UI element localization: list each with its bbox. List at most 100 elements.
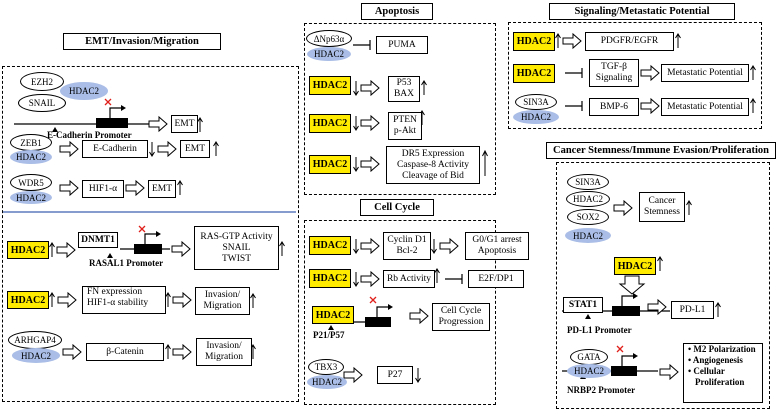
bax-label: BAX [393,89,415,99]
hdac2-oval: HDAC2 [565,228,611,243]
hdac2-oval: HDAC2 [12,348,60,363]
cyclin-d1-label: Cyclin D1 [387,235,427,245]
emt-box: EMT [171,115,198,133]
snail-label: SNAIL [222,242,251,253]
p53-bax-box: P53 BAX [388,76,420,102]
panel-stemness [556,162,770,409]
hdac2-oval: HDAC2 [513,110,559,124]
hdac2-highlight: HDAC2 [312,306,354,324]
hdac2-oval: HDAC2 [60,82,108,100]
invasion-migration-box: Invasion/ Migration [196,338,252,366]
invasion-label: Invasion/ [206,341,242,351]
hdac2-highlight: HDAC2 [513,64,555,83]
angiogenesis-label: • Angiogenesis [688,355,743,365]
hdac2-highlight: HDAC2 [309,236,351,255]
title-cellcycle: Cell Cycle [360,199,434,216]
ezh2-oval: EZH2 [20,72,64,91]
hdac2-highlight: HDAC2 [614,257,656,275]
hif1a-box: HIF1-α [82,180,124,198]
metastatic-potential-box: Metastatic Potential [661,64,749,82]
metastatic-potential-box: Metastatic Potential [661,98,749,116]
hdac2-oval: HDAC2 [566,191,610,207]
twist-label: TWIST [221,253,252,264]
cancer-label: Cancer [648,196,676,206]
proliferation-label: Proliferation [695,377,745,387]
panel-signaling [508,22,762,129]
hdac2-highlight: HDAC2 [513,32,555,51]
fn-expression-box: FN expression HIF1-α stability [82,286,166,314]
dr5-label: DR5 Expression [401,148,465,159]
pten-pakt-box: PTEN p-Akt [388,112,422,140]
bid-label: Cleavage of Bid [402,170,464,181]
cellular-label: • Cellular [688,366,725,376]
dr5-box: DR5 Expression Caspase-8 Activity Cleava… [386,146,480,184]
arhgap4-oval: ARHGAP4 [8,331,62,349]
hdac2-highlight: HDAC2 [309,114,351,133]
invasion-migration-box: Invasion/ Migration [195,287,250,315]
wdr5-oval: WDR5 [10,174,52,191]
puma-box: PUMA [376,36,428,54]
title-signaling: Signaling/Metastatic Potential [549,3,735,20]
tgf-beta-label: TGF-β [601,62,627,72]
snail-oval: SNAIL [18,94,66,112]
pd-l1-promoter-label: PD-L1 Promoter [567,325,632,335]
fn-expression-label: FN expression [87,287,143,297]
g0g1-label: G0/G1 arrest [472,235,522,245]
nrbp2-promoter-label: NRBP2 Promoter [567,385,636,395]
e-cadherin-box: E-Cadherin [82,140,148,158]
bcl2-label: Bcl-2 [396,246,418,256]
panel-apoptosis [304,23,496,195]
m2-polarization-label: • M2 Polarization [688,344,756,354]
hdac2-highlight: HDAC2 [7,291,49,309]
apoptosis-label: Apoptosis [477,246,517,256]
p27-box: P27 [377,366,413,384]
beta-catenin-box: β-Catenin [86,343,164,361]
p-akt-label: p-Akt [393,126,417,136]
m2-outputs-box: • M2 Polarization • Angiogenesis • Cellu… [683,343,763,403]
hdac2-highlight: HDAC2 [7,241,49,259]
cell-cycle-label: Cell Cycle [440,306,482,316]
title-apoptosis: Apoptosis [361,3,433,20]
zeb1-oval: ZEB1 [10,134,52,151]
dnmt1-box: DNMT1 [78,232,118,248]
hdac2-highlight: HDAC2 [309,155,351,174]
tbx3-oval: TBX3 [308,359,344,375]
panel-cellcycle [304,220,496,405]
cyclin-d1-box: Cyclin D1 Bcl-2 [383,232,431,260]
e-cadherin-promoter-label: E-Cadherin Promoter [47,130,132,140]
hdac2-oval: HDAC2 [10,150,52,164]
rb-activity-box: Rb Activity [383,270,435,288]
pd-l1-box: PD-L1 [671,301,714,319]
title-stemness: Cancer Stemness/Immune Evasion/Prolifera… [546,142,776,159]
rasal1-promoter-label: RASAL1 Promoter [89,258,164,268]
hdac2-oval: HDAC2 [307,47,351,61]
bmp6-box: BMP-6 [589,98,639,116]
hdac2-highlight: HDAC2 [309,76,351,95]
caspase8-label: Caspase-8 Activity [396,159,470,170]
ras-outputs-box: RAS-GTP Activity SNAIL TWIST [194,226,279,270]
cell-cycle-progression-box: Cell Cycle Progression [432,303,490,331]
dnp63a-oval: ΔNp63α [306,30,352,47]
hdac2-oval: HDAC2 [307,375,347,389]
panel-emt [2,66,299,402]
p21-p57-label: P21/P57 [313,330,345,340]
pdgfr-egfr-box: PDGFR/EGFR [585,32,674,51]
migration-label: Migration [205,352,243,362]
hdac2-oval: HDAC2 [567,364,611,378]
sin3a-oval: SIN3A [515,94,557,110]
stemness-label: Stemness [644,207,680,217]
hdac2-oval: HDAC2 [10,191,52,204]
signaling-label: Signaling [595,73,633,83]
hif1a-stability-label: HIF1-α stability [87,298,149,308]
cancer-stemness-box: Cancer Stemness [639,192,685,222]
emt-box: EMT [180,140,210,158]
progression-label: Progression [438,317,484,327]
sox2-oval: SOX2 [567,209,609,225]
gata-oval: GATA [570,349,608,365]
ras-gtp-label: RAS-GTP Activity [200,231,273,242]
emt-box: EMT [148,180,176,198]
stat1-box: STAT1 [563,297,603,313]
title-emt: EMT/Invasion/Migration [63,33,221,50]
hdac2-highlight: HDAC2 [309,269,351,288]
